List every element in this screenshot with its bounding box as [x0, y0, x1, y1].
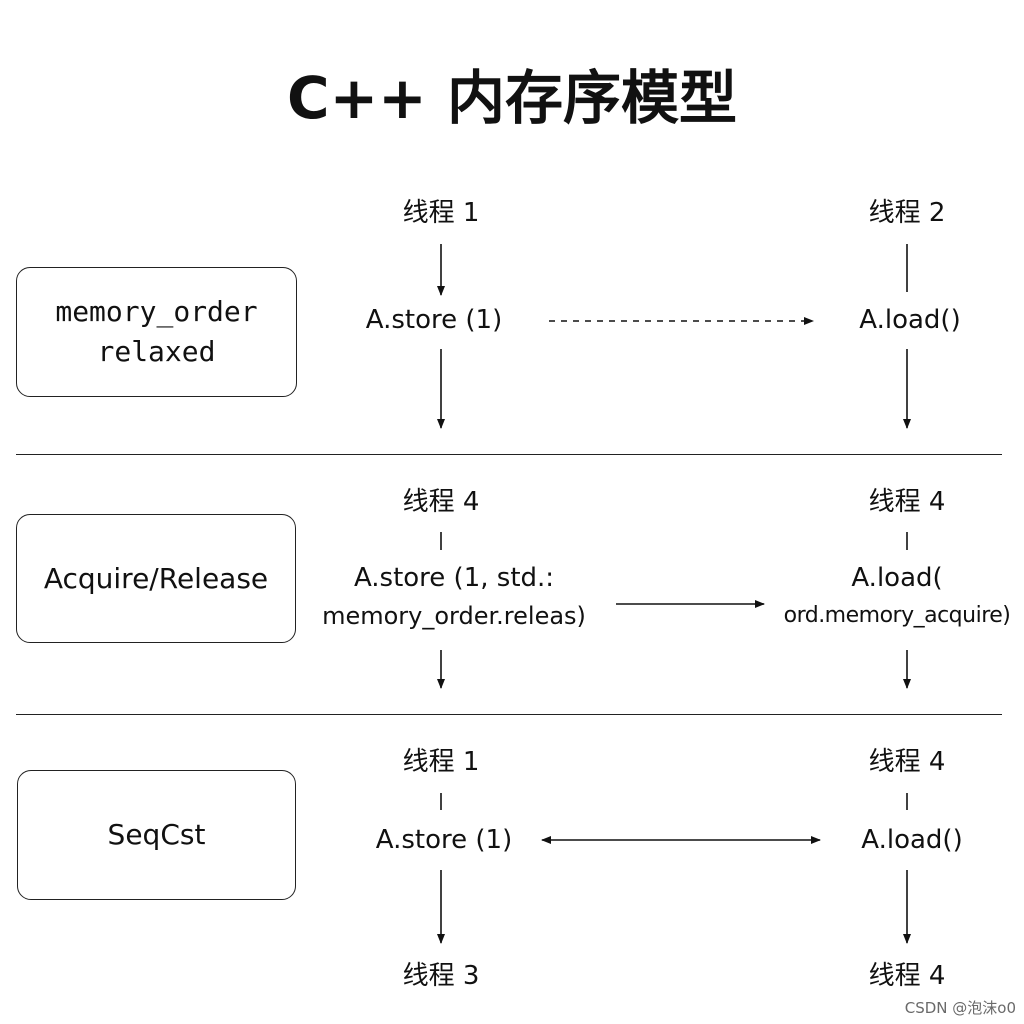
load-operation-line-1: A.load(): [861, 825, 963, 855]
thread-label-top-left: 线程 4: [402, 487, 480, 517]
mode-label: SeqCst: [107, 818, 206, 851]
store-operation-line-2: memory_order.releas): [322, 602, 586, 630]
thread-label-top-right: 线程 4: [868, 747, 946, 777]
store-operation-line-1: A.store (1): [365, 305, 503, 335]
diagram-title: C++ 内存序模型: [287, 64, 737, 132]
thread-label-top-left: 线程 1: [402, 198, 480, 228]
load-operation: A.load(): [830, 301, 990, 339]
mode-box-seqcst: SeqCst: [17, 770, 296, 900]
load-operation-line-1: A.load(): [859, 305, 961, 335]
thread-label-bottom-left: 线程 3: [402, 961, 480, 991]
mode-label: Acquire/Release: [43, 561, 269, 595]
store-operation-line-1: A.store (1): [375, 825, 513, 855]
store-operation-line-1: A.store (1, std.:: [353, 563, 555, 593]
load-operation-line-2: ord.memory_acquire): [783, 603, 1011, 628]
thread-label-bottom-right: 线程 4: [868, 961, 946, 991]
thread-label-top-left: 线程 1: [402, 747, 480, 777]
store-operation: A.store (1): [334, 301, 534, 339]
section-divider-2: [16, 714, 1002, 715]
section-divider-1: [16, 454, 1002, 455]
store-operation: A.store (1): [362, 821, 526, 859]
thread-label-top-right: 线程 4: [868, 487, 946, 517]
store-operation: A.store (1, std.: memory_order.releas): [306, 559, 602, 635]
load-operation: A.load(): [832, 821, 992, 859]
load-operation-line-1: A.load(: [851, 563, 943, 593]
watermark: CSDN @泡沫o0: [904, 999, 1016, 1017]
thread-label-top-right: 线程 2: [868, 198, 946, 228]
mode-box-acquire-release: Acquire/Release: [16, 514, 296, 643]
mode-label-line-1: memory_order: [55, 295, 258, 328]
load-operation: A.load( ord.memory_acquire): [770, 559, 1024, 635]
mode-label-line-2: relaxed: [97, 335, 216, 368]
mode-box-relaxed: memory_order relaxed: [16, 267, 297, 397]
